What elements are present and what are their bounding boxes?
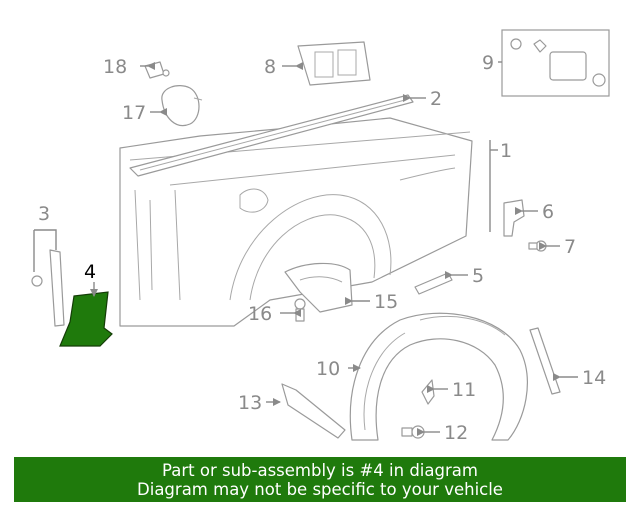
parts-diagram: 18 17 8 9 2 1 6 7 5 15 16 3 4 10 11 12 1… bbox=[31, 29, 610, 444]
callout-15[interactable]: 15 bbox=[374, 291, 398, 313]
callout-1[interactable]: 1 bbox=[500, 140, 512, 162]
callout-11[interactable]: 11 bbox=[452, 379, 476, 401]
callout-6[interactable]: 6 bbox=[542, 201, 554, 223]
clip-11 bbox=[421, 379, 435, 405]
bed-rail bbox=[129, 94, 414, 177]
banner-line-2: Diagram may not be specific to your vehi… bbox=[137, 479, 503, 499]
bolt-16 bbox=[294, 298, 306, 322]
callout-16[interactable]: 16 bbox=[248, 303, 272, 325]
hardware-box bbox=[501, 29, 610, 97]
callout-12[interactable]: 12 bbox=[444, 422, 468, 444]
strip-14 bbox=[529, 327, 561, 395]
callout-4[interactable]: 4 bbox=[84, 261, 96, 283]
seal-strip bbox=[31, 249, 65, 327]
callout-2[interactable]: 2 bbox=[430, 88, 442, 110]
bolt-7 bbox=[528, 240, 547, 252]
callout-3[interactable]: 3 bbox=[38, 203, 50, 225]
bracket-6 bbox=[503, 199, 525, 237]
callout-5[interactable]: 5 bbox=[472, 265, 484, 287]
callout-14[interactable]: 14 bbox=[582, 367, 606, 389]
stake-pocket bbox=[297, 41, 371, 86]
callout-7[interactable]: 7 bbox=[564, 236, 576, 258]
callout-8[interactable]: 8 bbox=[264, 56, 276, 78]
callout-13[interactable]: 13 bbox=[238, 392, 262, 414]
callout-9[interactable]: 9 bbox=[482, 52, 494, 74]
wheel-well-liner bbox=[349, 312, 528, 441]
fuel-door-hinge bbox=[144, 61, 170, 79]
callout-10[interactable]: 10 bbox=[316, 358, 340, 380]
mud-guard-part-4[interactable] bbox=[59, 291, 113, 347]
info-banner: Part or sub-assembly is #4 in diagram Di… bbox=[14, 457, 626, 502]
bracket-13 bbox=[281, 383, 346, 439]
seal-5 bbox=[414, 272, 453, 295]
callout-18[interactable]: 18 bbox=[103, 56, 127, 78]
fuel-door bbox=[161, 85, 203, 127]
bolt-12 bbox=[401, 425, 425, 439]
bed-side-panel bbox=[119, 117, 473, 327]
banner-line-1: Part or sub-assembly is #4 in diagram bbox=[162, 460, 478, 480]
callout-17[interactable]: 17 bbox=[122, 102, 146, 124]
splash-shield bbox=[284, 262, 353, 313]
